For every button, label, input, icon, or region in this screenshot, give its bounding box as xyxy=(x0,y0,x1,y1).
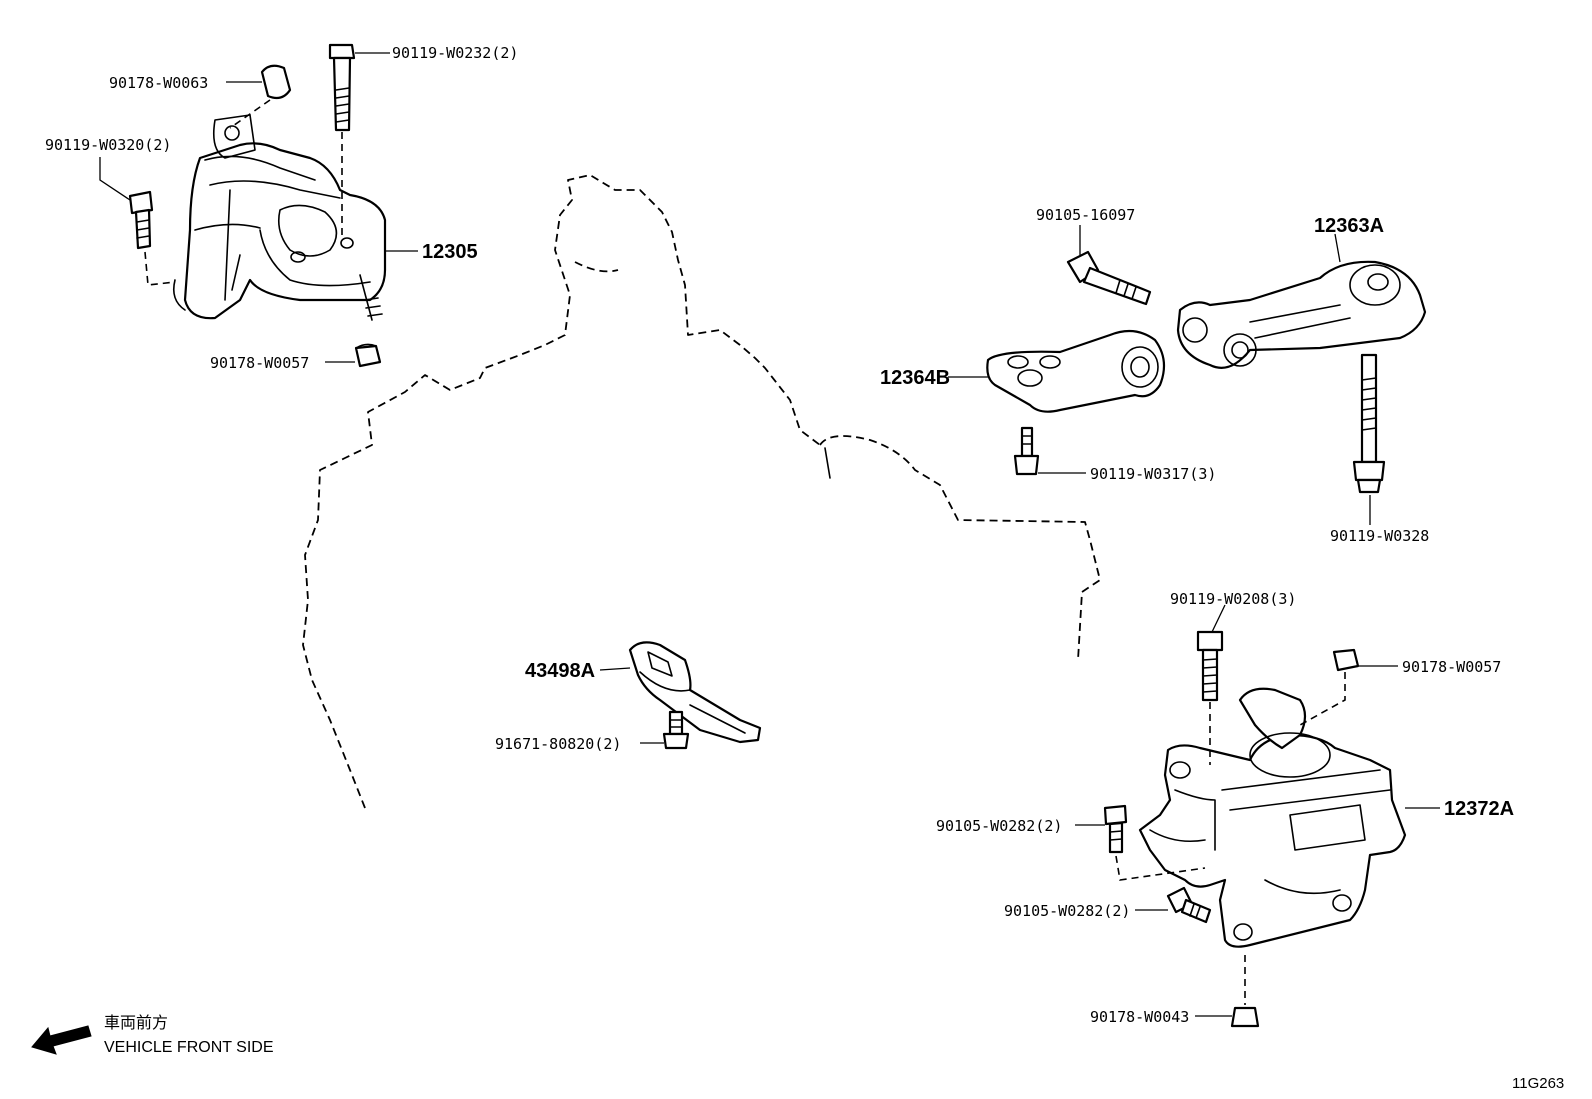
engine-mount-12372A xyxy=(1138,687,1407,948)
label-90178-W0063: 90178-W0063 xyxy=(109,74,208,92)
bolt-90105-W0282-a xyxy=(1103,804,1206,881)
nut-90178-W0043 xyxy=(1230,955,1260,1028)
label-90178-W0057-top: 90178-W0057 xyxy=(210,354,309,372)
label-12305: 12305 xyxy=(422,241,478,263)
part-labels: 90119-W0232(2) 90178-W0063 90119-W0320(2… xyxy=(45,44,1514,1026)
direction-japanese: 車両前方 xyxy=(104,1014,168,1032)
direction-english: VEHICLE FRONT SIDE xyxy=(104,1039,274,1056)
label-90105-W0282-a: 90105-W0282(2) xyxy=(936,817,1062,835)
label-43498A: 43498A xyxy=(525,660,595,682)
bolt-91671-80820 xyxy=(662,710,690,750)
label-12364B: 12364B xyxy=(880,367,950,389)
figure-code: 11G263 xyxy=(1512,1075,1564,1092)
bolt-90119-W0232 xyxy=(328,43,356,240)
torque-rod-12363A xyxy=(1176,260,1427,369)
label-12363A: 12363A xyxy=(1314,215,1384,237)
vehicle-front-indicator: 車両前方 VEHICLE FRONT SIDE xyxy=(31,1014,274,1056)
label-90119-W0208: 90119-W0208(3) xyxy=(1170,590,1296,608)
label-90119-W0317: 90119-W0317(3) xyxy=(1090,465,1216,483)
label-90119-W0232: 90119-W0232(2) xyxy=(392,44,518,62)
leader-lines xyxy=(99,52,1440,1017)
label-90119-W0328: 90119-W0328 xyxy=(1330,527,1429,545)
label-90178-W0057-right: 90178-W0057 xyxy=(1402,658,1501,676)
engine-outline xyxy=(302,174,1101,809)
bolt-90119-W0328 xyxy=(1352,353,1386,494)
label-91671-80820: 91671-80820(2) xyxy=(495,735,621,753)
label-90178-W0043: 90178-W0043 xyxy=(1090,1008,1189,1026)
bolt-90119-W0317 xyxy=(1013,426,1040,476)
nut-90178-W0063 xyxy=(229,64,292,129)
nut-90178-W0057-right xyxy=(1299,648,1360,726)
label-12372A: 12372A xyxy=(1444,798,1514,820)
bolt-90119-W0208 xyxy=(1196,630,1224,765)
label-90119-W0320: 90119-W0320(2) xyxy=(45,136,171,154)
bracket-43498A xyxy=(628,641,762,744)
bolt-90105-16097 xyxy=(1066,250,1152,306)
nut-90178-W0057-top xyxy=(354,343,382,368)
bracket-12364B xyxy=(986,329,1166,413)
bolt-90119-W0320 xyxy=(128,190,176,286)
arrow-left-icon xyxy=(31,1025,92,1055)
label-90105-W0282-b: 90105-W0282(2) xyxy=(1004,902,1130,920)
bolt-90105-W0282-b xyxy=(1166,886,1212,924)
label-90105-16097: 90105-16097 xyxy=(1036,206,1135,224)
engine-mount-12305 xyxy=(172,114,387,321)
